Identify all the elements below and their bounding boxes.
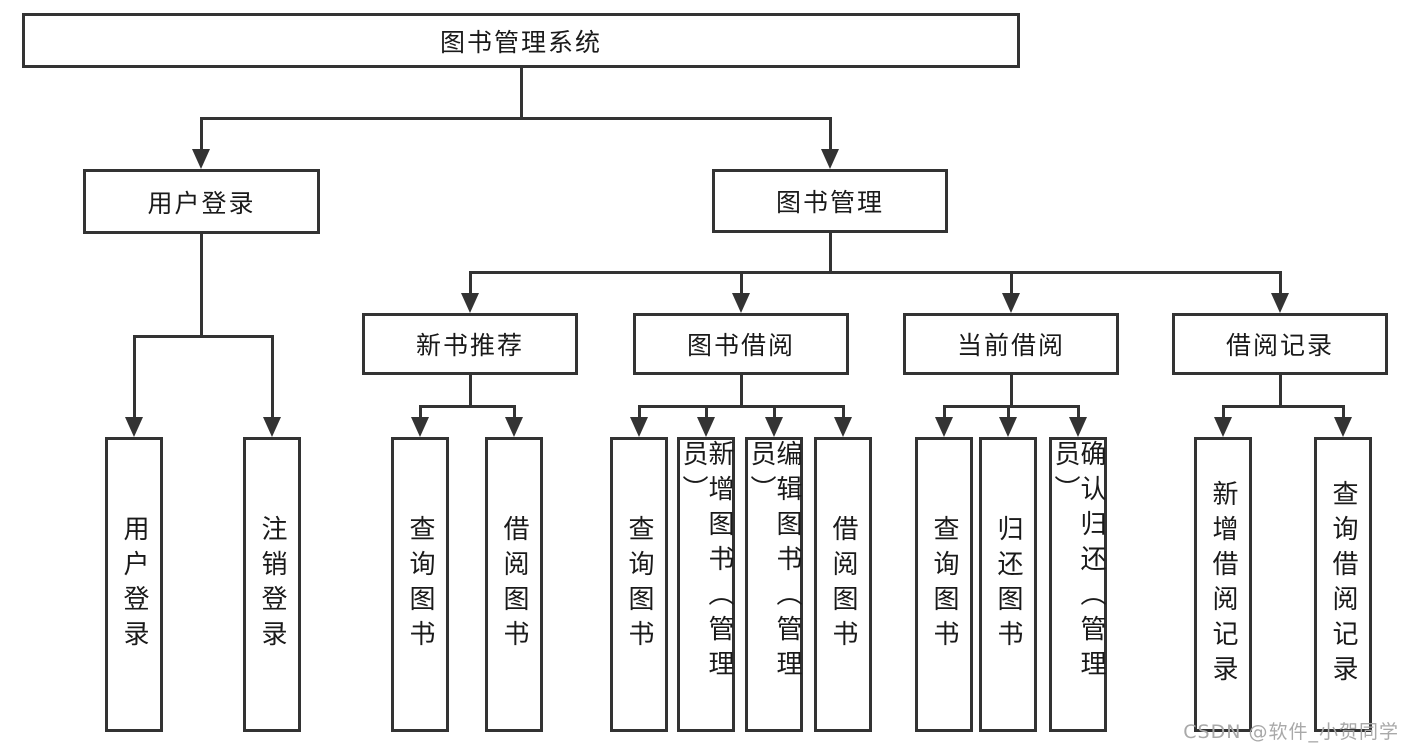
connector-line <box>1009 375 1013 408</box>
arrow-down-icon <box>999 417 1017 437</box>
connector-line <box>772 405 776 420</box>
arrow-down-icon <box>1214 417 1232 437</box>
arrow-down-icon <box>411 417 429 437</box>
connector-line <box>469 270 1282 274</box>
connector-line <box>1221 405 1225 420</box>
connector-line <box>841 405 845 420</box>
connector-line <box>200 116 832 120</box>
connector-line <box>943 404 1080 408</box>
connector-line <box>512 405 516 420</box>
connector-line <box>638 404 845 408</box>
node-book-management: 图书管理 <box>712 169 948 233</box>
arrow-down-icon <box>1069 417 1087 437</box>
arrow-down-icon <box>821 149 839 169</box>
arrow-down-icon <box>1334 417 1352 437</box>
leaf-query-books: 查询图书 <box>915 437 973 732</box>
connector-line <box>739 271 743 296</box>
arrow-down-icon <box>732 293 750 313</box>
connector-line <box>1006 405 1010 420</box>
connector-line <box>828 233 832 274</box>
connector-line <box>199 234 203 337</box>
node-library-management-system: 图书管理系统 <box>22 13 1020 68</box>
connector-line <box>468 375 472 408</box>
leaf-logout: 注销登录 <box>243 437 301 732</box>
leaf-query-books: 查询图书 <box>391 437 449 732</box>
arrow-down-icon <box>834 417 852 437</box>
connector-line <box>1278 271 1282 296</box>
leaf-add-book-admin: 新增图书（管理员） <box>677 437 735 732</box>
leaf-add-borrow-record: 新增借阅记录 <box>1194 437 1252 732</box>
leaf-confirm-return-admin: 确认归还（管理员） <box>1049 437 1107 732</box>
connector-line <box>1278 375 1282 408</box>
connector-line <box>1076 405 1080 420</box>
leaf-borrow-books: 借阅图书 <box>814 437 872 732</box>
connector-line <box>637 405 641 420</box>
connector-line <box>418 405 422 420</box>
connector-line <box>270 335 274 419</box>
arrow-down-icon <box>630 417 648 437</box>
connector-line <box>468 271 472 296</box>
connector-line <box>739 375 743 408</box>
node-user-login: 用户登录 <box>83 169 320 234</box>
arrow-down-icon <box>1271 293 1289 313</box>
connector-line <box>419 404 516 408</box>
arrow-down-icon <box>935 417 953 437</box>
node-new-book-recommendation: 新书推荐 <box>362 313 578 375</box>
leaf-return-book: 归还图书 <box>979 437 1037 732</box>
connector-line <box>132 335 136 419</box>
csdn-watermark: CSDN @软件_小贺同学 <box>1183 721 1399 743</box>
connector-line <box>133 334 274 338</box>
arrow-down-icon <box>461 293 479 313</box>
arrow-down-icon <box>697 417 715 437</box>
connector-line <box>199 118 203 151</box>
node-current-borrowing: 当前借阅 <box>903 313 1119 375</box>
leaf-query-borrow-record: 查询借阅记录 <box>1314 437 1372 732</box>
arrow-down-icon <box>505 417 523 437</box>
leaf-edit-book-admin: 编辑图书（管理员） <box>745 437 803 732</box>
connector-line <box>1009 271 1013 296</box>
connector-line <box>942 405 946 420</box>
connector-line <box>519 67 523 120</box>
arrow-down-icon <box>1002 293 1020 313</box>
node-borrowing-records: 借阅记录 <box>1172 313 1388 375</box>
arrow-down-icon <box>765 417 783 437</box>
connector-line <box>1222 404 1345 408</box>
leaf-borrow-books: 借阅图书 <box>485 437 543 732</box>
arrow-down-icon <box>125 417 143 437</box>
leaf-user-login: 用户登录 <box>105 437 163 732</box>
connector-line <box>704 405 708 420</box>
connector-line <box>828 118 832 151</box>
node-book-borrowing: 图书借阅 <box>633 313 849 375</box>
arrow-down-icon <box>192 149 210 169</box>
leaf-query-books: 查询图书 <box>610 437 668 732</box>
connector-line <box>1341 405 1345 420</box>
arrow-down-icon <box>263 417 281 437</box>
